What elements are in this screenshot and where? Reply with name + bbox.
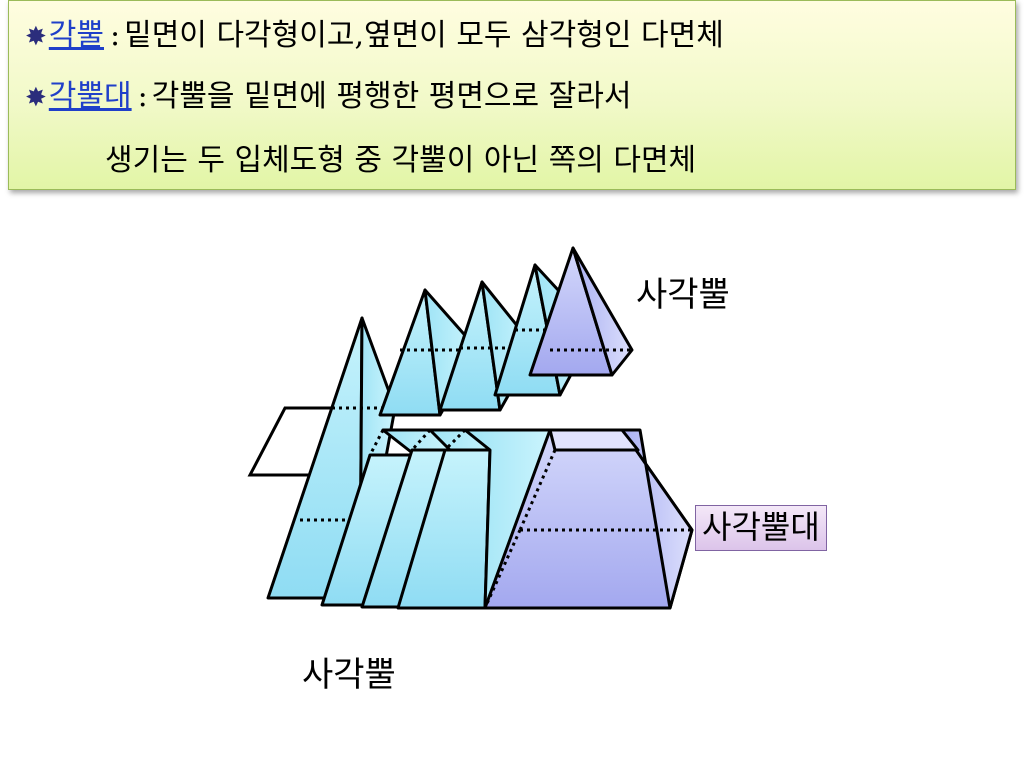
- pyramid-top: [528, 246, 634, 377]
- term-frustum[interactable]: 각뿔대: [48, 79, 132, 114]
- definition-frustum: ✸각뿔대:각뿔을 밑면에 평행한 평면으로 잘라서: [25, 82, 631, 112]
- star-bullet-icon: ✸: [25, 22, 47, 52]
- label-pyramid-top: 사각뿔: [636, 275, 730, 315]
- definition-pyramid: ✸각뿔:밑면이 다각형이고,옆면이 모두 삼각형인 다면체: [25, 21, 724, 51]
- definition-box: ✸각뿔:밑면이 다각형이고,옆면이 모두 삼각형인 다면체 ✸각뿔대:각뿔을 밑…: [8, 0, 1016, 190]
- term-pyramid[interactable]: 각뿔: [48, 18, 104, 53]
- separator: :: [137, 79, 148, 114]
- label-frustum: 사각뿔대: [695, 505, 827, 551]
- separator: :: [110, 18, 121, 53]
- frustum-front: [483, 428, 694, 610]
- definition-frustum-continuation: 생기는 두 입체도형 중 각뿔이 아닌 쪽의 다면체: [105, 143, 697, 178]
- pyramid-2: [378, 288, 480, 417]
- definition-pyramid-text: 밑면이 다각형이고,옆면이 모두 삼각형인 다면체: [124, 18, 724, 53]
- definition-frustum-text: 각뿔을 밑면에 평행한 평면으로 잘라서: [151, 79, 632, 114]
- star-bullet-icon: ✸: [25, 83, 47, 113]
- label-pyramid-bottom: 사각뿔: [302, 655, 396, 695]
